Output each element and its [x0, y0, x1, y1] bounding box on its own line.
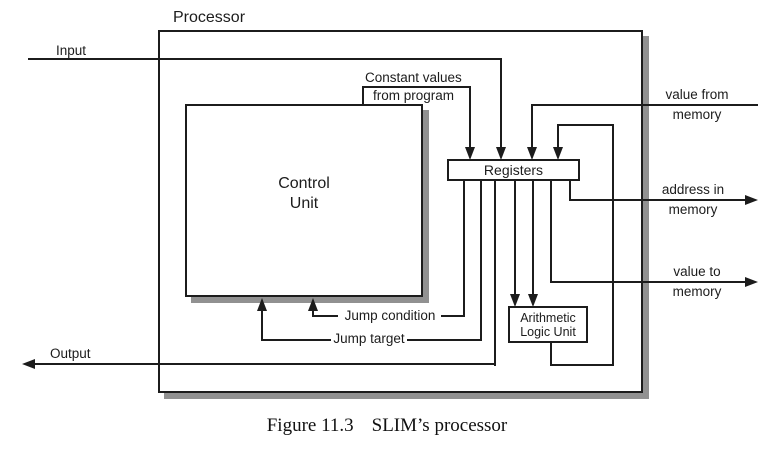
arrow-right-icon — [745, 277, 758, 287]
arrow-down-icon — [496, 147, 506, 160]
alu-box: Arithmetic Logic Unit — [508, 306, 588, 343]
processor-box-label: Processor — [173, 9, 246, 26]
feedback-drop-line — [557, 124, 559, 149]
output-line — [34, 363, 496, 365]
alu-output-line — [550, 343, 552, 366]
alu-operand-b-line — [532, 181, 534, 296]
arrow-down-icon — [465, 147, 475, 160]
control-unit-box: Control Unit — [185, 104, 423, 297]
value-to-memory-label-line2: memory — [672, 284, 722, 299]
constant-values-label-line — [363, 86, 471, 88]
constant-values-label-edge — [362, 86, 364, 106]
jump-condition-register-line — [463, 181, 465, 317]
registers-label: Registers — [483, 162, 544, 178]
jump-condition-stub-left — [312, 315, 338, 317]
jump-target-stub-left — [261, 339, 331, 341]
figure-number: Figure 11.3 — [266, 415, 354, 436]
alu-label: Arithmetic Logic Unit — [520, 310, 576, 339]
input-drop-line — [500, 58, 502, 148]
arrow-down-icon — [528, 294, 538, 307]
arrow-left-icon — [22, 359, 35, 369]
value-from-memory-label-line2: memory — [672, 107, 722, 122]
address-in-memory-label-line1: address in — [661, 182, 725, 197]
input-label: Input — [56, 43, 87, 58]
arrow-up-icon — [257, 298, 267, 311]
value-to-memory-line — [550, 281, 746, 283]
arrow-right-icon — [745, 195, 758, 205]
jump-target-label: Jump target — [333, 331, 405, 346]
feedback-right-line — [612, 124, 614, 366]
jump-target-register-line — [480, 181, 482, 341]
alu-operand-a-line — [514, 181, 516, 296]
value-from-memory-line — [532, 104, 758, 106]
arrow-down-icon — [510, 294, 520, 307]
arrow-down-icon — [553, 147, 563, 160]
output-register-line — [494, 181, 496, 366]
value-from-memory-drop-line — [531, 104, 533, 149]
address-in-memory-line — [569, 199, 746, 201]
jump-condition-stub-right — [441, 315, 465, 317]
figure-caption: Figure 11.3 SLIM’s processor — [0, 415, 774, 437]
jump-condition-label: Jump condition — [344, 308, 436, 323]
constant-values-drop-line — [469, 86, 471, 148]
constant-values-label-line2: from program — [373, 88, 455, 103]
arrow-up-icon — [308, 298, 318, 311]
feedback-top-line — [558, 124, 614, 126]
output-label: Output — [50, 346, 91, 361]
control-unit-label: Control Unit — [278, 174, 330, 212]
arrow-down-icon — [527, 147, 537, 160]
jump-target-arrow-line — [261, 308, 263, 341]
address-in-memory-register-line — [569, 181, 571, 201]
value-from-memory-label-line1: value from — [665, 87, 729, 102]
figure-title: SLIM’s processor — [371, 415, 508, 436]
jump-condition-arrow-line — [312, 308, 314, 317]
value-to-memory-register-line — [550, 181, 552, 283]
input-line — [28, 58, 502, 60]
registers-box: Registers — [447, 159, 580, 181]
constant-values-label-line1: Constant values — [365, 70, 462, 85]
address-in-memory-label-line2: memory — [668, 202, 718, 217]
feedback-bottom-line — [551, 364, 614, 366]
jump-target-stub-right — [407, 339, 482, 341]
value-to-memory-label-line1: value to — [673, 264, 721, 279]
